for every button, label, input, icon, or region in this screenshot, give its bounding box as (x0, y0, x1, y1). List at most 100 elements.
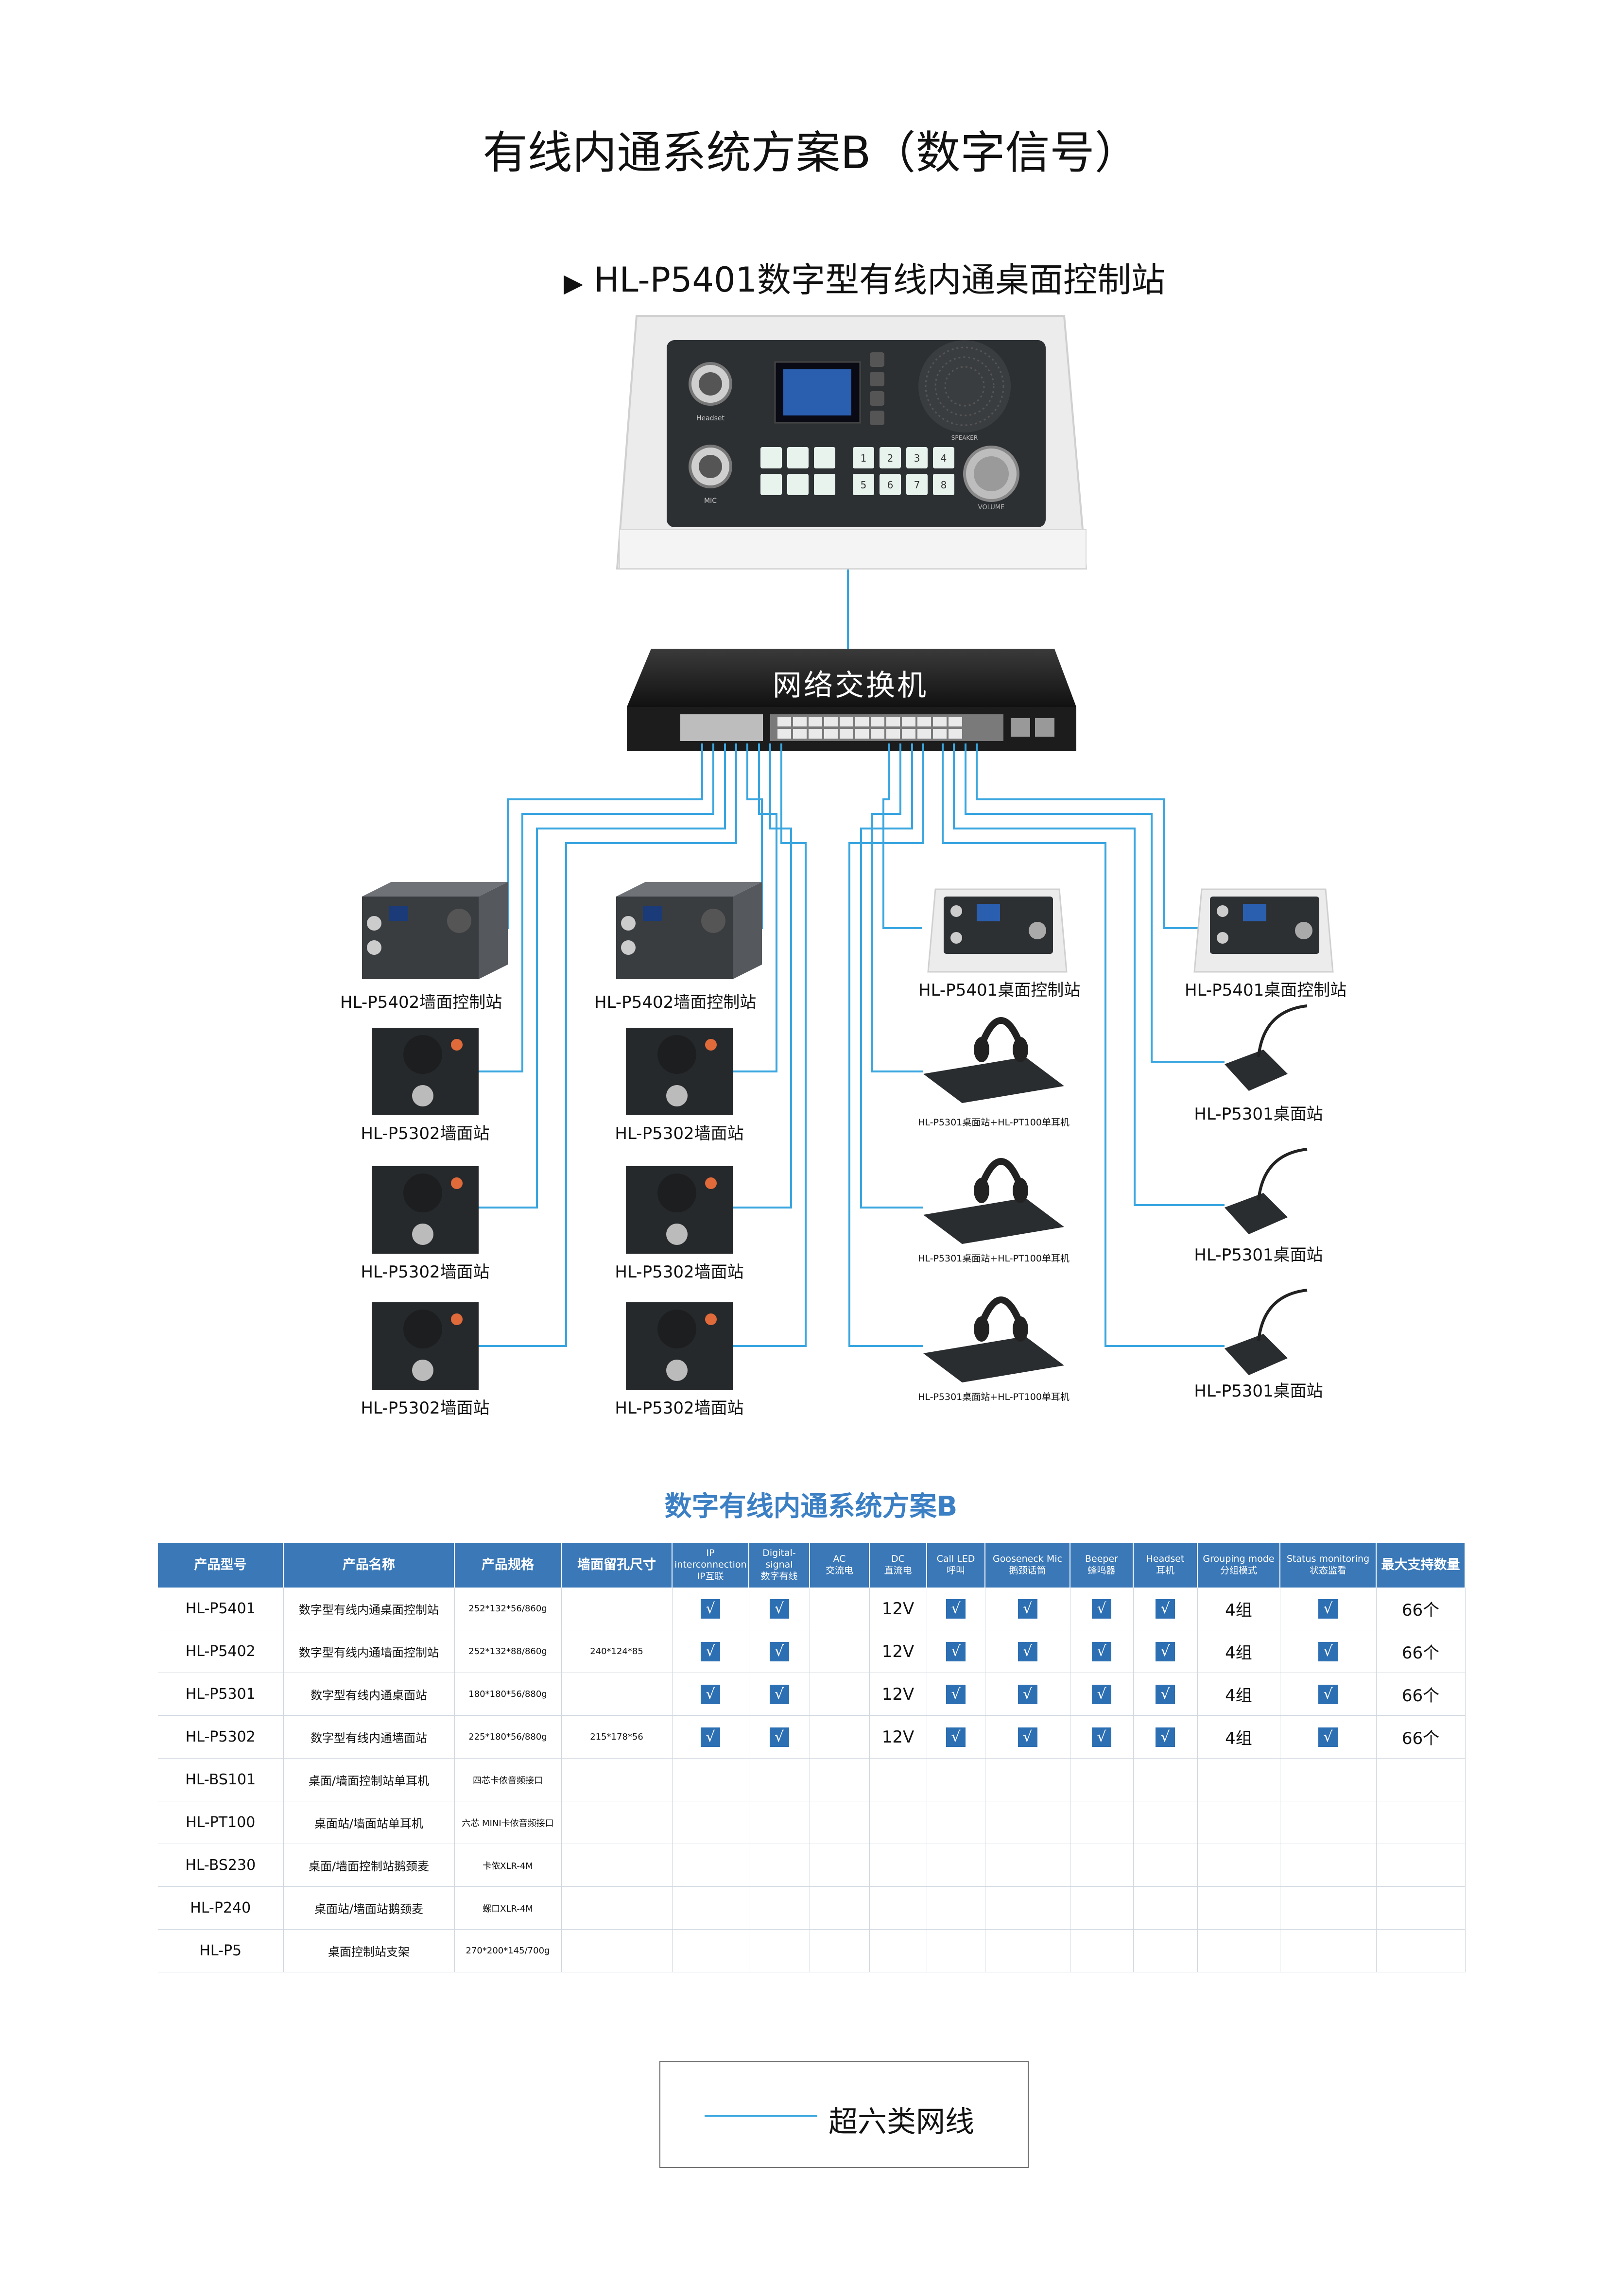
device-intro-heading: ▶HL-P5401数字型有线内通桌面控制站 (564, 253, 1165, 302)
check-icon: √ (1092, 1599, 1111, 1619)
cell-dc: 12V (869, 1630, 927, 1673)
cell-group: 4组 (1197, 1588, 1280, 1630)
label-desk-station-3: HL-P5301桌面站 (1194, 1381, 1323, 1401)
label-desk-station-2: HL-P5301桌面站 (1194, 1245, 1323, 1265)
cell-digital (749, 1758, 810, 1801)
label-wall-control-mid: HL-P5402墙面控制站 (594, 993, 757, 1012)
cell-digital: √ (749, 1673, 810, 1716)
cell-name: 数字型有线内通墙面站 (283, 1715, 455, 1759)
header-en: Digital-signal (762, 1548, 796, 1571)
cell-max (1376, 1801, 1466, 1844)
header-zh: 交流电 (825, 1565, 853, 1576)
panel-number-keys: 1 2 3 4 5 6 7 8 (853, 447, 954, 495)
cell-beeper: √ (1070, 1630, 1134, 1673)
cell-call: √ (927, 1673, 985, 1716)
cell-spec: 六芯 MINI卡侬音频接口 (454, 1801, 562, 1844)
cell-goose (985, 1929, 1070, 1972)
header-zh: 耳机 (1156, 1565, 1174, 1576)
panel-headset-label: Headset (696, 414, 725, 422)
header-zh: 蜂鸣器 (1087, 1565, 1116, 1576)
svg-text:6: 6 (887, 479, 894, 491)
cell-status: √ (1280, 1715, 1377, 1759)
header-en: Headset (1146, 1554, 1185, 1565)
panel-mic-label: MIC (704, 497, 717, 505)
cell-spec: 252*132*56/860g (454, 1588, 562, 1630)
header-en: Status monitoring (1286, 1554, 1370, 1565)
check-icon: √ (1156, 1599, 1175, 1619)
cell-model: HL-BS101 (158, 1758, 284, 1801)
panel-nav-button-1 (870, 352, 884, 367)
desk-control-station-right-b (1193, 888, 1334, 973)
cell-digital (749, 1929, 810, 1972)
cell-name: 数字型有线内通桌面控制站 (283, 1588, 455, 1630)
cell-group (1197, 1929, 1280, 1972)
cell-name: 桌面控制站支架 (283, 1929, 455, 1972)
header-en: Beeper (1085, 1554, 1118, 1565)
cell-ac (810, 1758, 870, 1801)
cell-beeper (1070, 1844, 1134, 1887)
cell-spec: 卡侬XLR-4M (454, 1844, 562, 1887)
header-en: Gooseneck Mic (993, 1554, 1062, 1565)
panel-nav-button-4 (870, 411, 884, 425)
cell-name: 桌面站/墙面站鹅颈麦 (283, 1886, 455, 1930)
cell-hole (561, 1801, 673, 1844)
check-icon: √ (1018, 1727, 1037, 1747)
cell-dc: 12V (869, 1673, 927, 1716)
cell-goose (985, 1886, 1070, 1930)
header-en: DC (891, 1554, 905, 1565)
wall-control-station-left (362, 882, 508, 979)
main-control-panel: Headset MIC 1 2 3 4 (616, 315, 1087, 570)
cell-name: 桌面/墙面控制站单耳机 (283, 1758, 455, 1801)
cell-headset: √ (1133, 1588, 1198, 1630)
cell-goose (985, 1801, 1070, 1844)
check-icon: √ (1018, 1684, 1037, 1704)
check-icon: √ (946, 1684, 966, 1704)
cell-beeper (1070, 1886, 1134, 1930)
cell-goose: √ (985, 1588, 1070, 1630)
table-header-cell: 产品名称 (283, 1543, 455, 1588)
cell-status (1280, 1758, 1377, 1801)
cell-ac (810, 1886, 870, 1930)
cell-ip: √ (672, 1673, 749, 1716)
cell-call (927, 1801, 985, 1844)
cell-status (1280, 1844, 1377, 1887)
table-title: 数字有线内通系统方案B (664, 1491, 958, 1522)
check-icon: √ (1318, 1599, 1338, 1619)
cell-name: 桌面站/墙面站单耳机 (283, 1801, 455, 1844)
cell-spec: 螺口XLR-4M (454, 1886, 562, 1930)
header-en: Grouping mode (1203, 1554, 1275, 1565)
check-icon: √ (946, 1599, 966, 1619)
label-wall-station-mid-3: HL-P5302墙面站 (615, 1398, 744, 1418)
cell-ip (672, 1886, 749, 1930)
label-desk-headset-2: HL-P5301桌面站+HL-PT100单耳机 (918, 1253, 1070, 1264)
check-icon: √ (769, 1727, 789, 1747)
cell-status (1280, 1801, 1377, 1844)
cell-group: 4组 (1197, 1630, 1280, 1673)
cell-max: 66个 (1376, 1630, 1466, 1673)
topology-diagram: Headset MIC 1 2 3 4 (362, 315, 1334, 1390)
cell-spec: 252*132*88/860g (454, 1630, 562, 1673)
header-zh: 状态监看 (1309, 1565, 1346, 1576)
cell-headset (1133, 1929, 1198, 1972)
wall-control-station-mid (616, 882, 762, 979)
cell-max (1376, 1844, 1466, 1887)
switch-label: 网络交换机 (773, 669, 928, 703)
header-zh: 呼叫 (946, 1565, 965, 1576)
check-icon: √ (1156, 1684, 1175, 1704)
cell-ip: √ (672, 1715, 749, 1759)
check-icon: √ (1092, 1684, 1111, 1704)
cell-beeper: √ (1070, 1588, 1134, 1630)
svg-text:5: 5 (861, 479, 867, 491)
cell-model: HL-P5402 (158, 1630, 284, 1673)
panel-function-keys (760, 447, 835, 495)
cell-beeper (1070, 1929, 1134, 1972)
